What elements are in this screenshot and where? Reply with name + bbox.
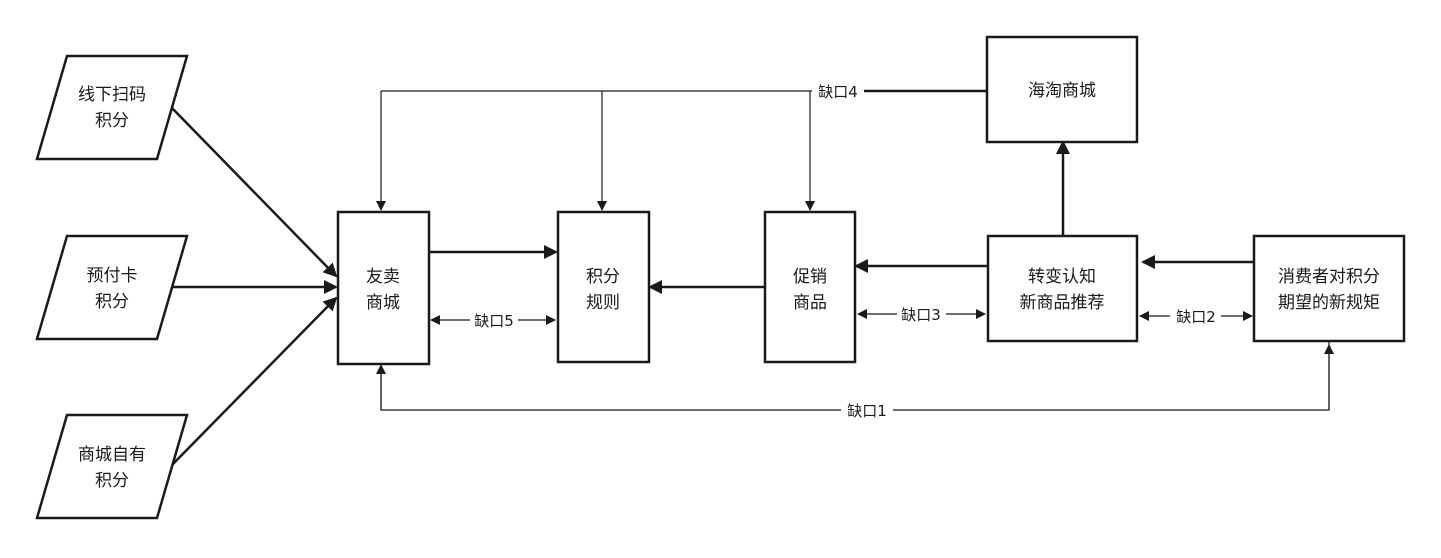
node-friend-mall-line1: 友卖 [366, 267, 400, 287]
node-transform-line2: 新商品推荐 [1020, 293, 1105, 313]
edge-offline-to-friend-mall [171, 107, 338, 278]
node-friend-mall: 友卖 商城 [336, 210, 431, 366]
node-mall-own-line1: 商城自有 [78, 445, 146, 465]
node-mall-own-line2: 积分 [95, 471, 129, 491]
node-promo-line1: 促销 [793, 267, 827, 287]
node-points-rules: 积分 规则 [556, 210, 651, 364]
gap2-label: 缺口2 [1176, 308, 1216, 326]
gap3-label: 缺口3 [901, 306, 941, 324]
node-points-rules-line2: 规则 [586, 293, 620, 313]
node-haitao-line1: 海淘商城 [1028, 81, 1096, 101]
gap1-label: 缺口1 [847, 402, 887, 420]
node-consumer-expect: 消费者对积分 期望的新规矩 [1252, 234, 1406, 343]
edge-mall-own-to-friend-mall [171, 296, 338, 466]
gap4-label-bg [812, 80, 864, 102]
node-transform-line1: 转变认知 [1028, 267, 1096, 287]
node-offline-scan-points: 线下扫码 积分 [35, 54, 189, 161]
node-consumer-line1: 消费者对积分 [1278, 267, 1380, 287]
node-prepaid-line2: 积分 [95, 292, 129, 312]
node-promo-line2: 商品 [793, 293, 827, 313]
node-prepaid-card-points: 预付卡 积分 [35, 234, 189, 341]
node-points-rules-line1: 积分 [586, 267, 620, 287]
gap4-label: 缺口4 [818, 83, 858, 101]
node-mall-own-points: 商城自有 积分 [35, 413, 189, 520]
node-haitao-mall: 海淘商城 [985, 35, 1139, 144]
node-promo-goods: 促销 商品 [763, 210, 857, 364]
node-offline-scan-line1: 线下扫码 [78, 85, 146, 105]
node-consumer-line2: 期望的新规矩 [1278, 293, 1380, 313]
node-friend-mall-line2: 商城 [366, 293, 400, 313]
node-offline-scan-line2: 积分 [95, 111, 129, 131]
gap1-label-bg [841, 400, 893, 422]
node-prepaid-line1: 预付卡 [87, 266, 138, 286]
node-transform: 转变认知 新商品推荐 [986, 234, 1139, 343]
gap5-label: 缺口5 [474, 312, 514, 330]
